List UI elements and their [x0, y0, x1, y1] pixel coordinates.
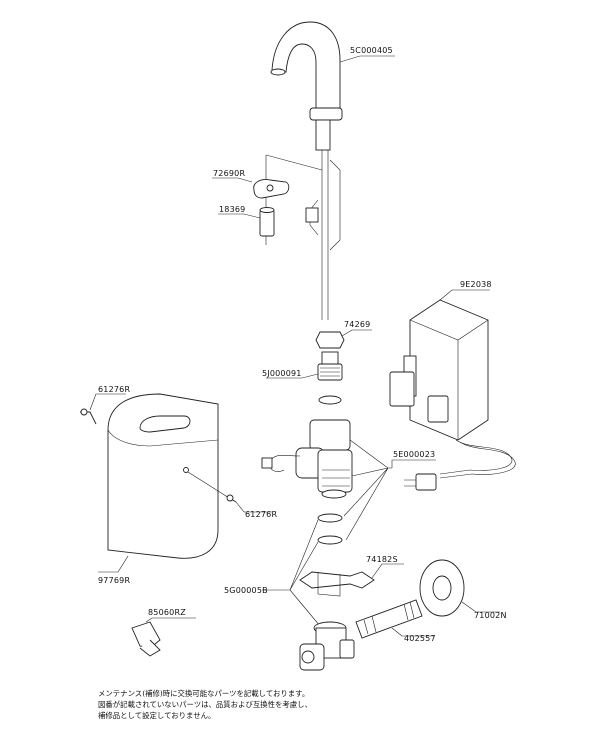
- spacer-part: [259, 207, 275, 237]
- label-gaskets: 5G00005B: [224, 586, 268, 595]
- faucet-spout: [270, 21, 343, 320]
- note-line-3: 補修品として設定しておりません。: [98, 711, 216, 720]
- screw-bottom-part: [225, 494, 237, 503]
- key-part: [131, 621, 161, 657]
- clip-part: [253, 179, 290, 199]
- label-nut: 74269: [344, 320, 370, 329]
- pipe-part: [355, 599, 423, 639]
- label-faucet: 5C000405: [350, 46, 393, 55]
- bracket-part: [299, 571, 375, 597]
- nut-part: [315, 331, 345, 349]
- label-key: 85060RZ: [148, 608, 186, 617]
- tee-fitting: [299, 621, 355, 671]
- label-screw-bottom: 61276R: [245, 510, 277, 519]
- screw-top-part: [80, 408, 97, 425]
- adapter-part: [317, 351, 343, 381]
- note-line-1: メンテナンス(補修)時に交換可能なパーツを記載しております。: [98, 689, 310, 698]
- label-adapter: 5J000091: [262, 369, 302, 378]
- label-control-box: 9E2038: [460, 280, 492, 289]
- o-ring-top: [318, 395, 342, 405]
- cover-part: [107, 393, 219, 559]
- label-flange: 71002N: [474, 611, 507, 620]
- label-valve: 5E000023: [393, 450, 435, 459]
- label-screw-top: 61276R: [98, 385, 130, 394]
- o-ring-lower: [317, 535, 343, 545]
- label-pipe: 402557: [404, 634, 436, 643]
- label-spacer: 18369: [219, 205, 245, 214]
- flange-part: [419, 559, 465, 617]
- o-ring-middle: [317, 513, 343, 523]
- valve-part: [261, 419, 353, 499]
- label-clip: 72690R: [213, 169, 245, 178]
- label-bracket: 74182S: [366, 555, 398, 564]
- control-box-part: [389, 299, 516, 491]
- label-cover: 97769R: [98, 576, 130, 585]
- note-line-2: 図番が記載されていないパーツは、品質および互換性を考慮し、: [98, 700, 312, 709]
